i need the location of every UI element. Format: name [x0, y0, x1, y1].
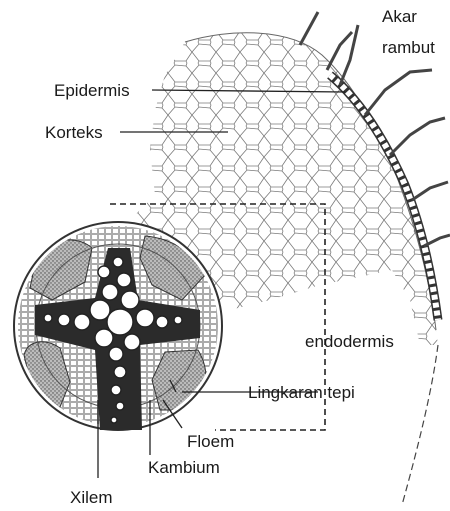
outer-boundary-arc [402, 345, 438, 505]
label-xilem: Xilem [70, 488, 113, 507]
label-korteks: Korteks [45, 123, 103, 142]
label-kambium: Kambium [148, 458, 220, 477]
stele-cross-section [14, 222, 222, 430]
label-floem: Floem [187, 432, 234, 451]
label-epidermis: Epidermis [54, 81, 130, 100]
label-akar: Akar [382, 7, 417, 26]
label-endodermis: endodermis [305, 332, 394, 351]
label-lingkaran-tepi: Lingkaran tepi [248, 383, 355, 402]
label-rambut: rambut [382, 38, 435, 57]
